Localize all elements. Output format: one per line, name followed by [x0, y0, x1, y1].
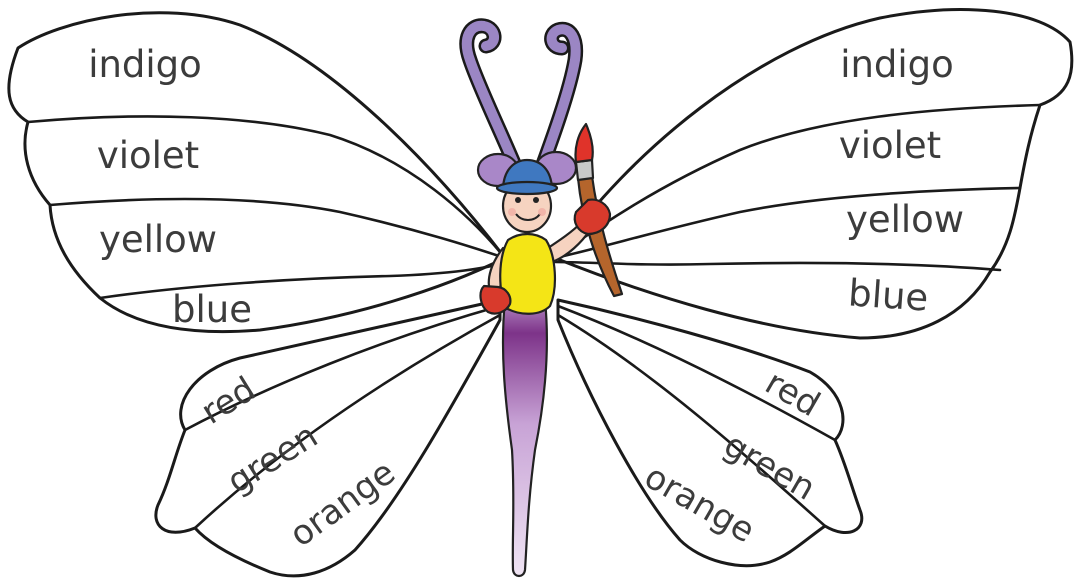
- left-upper-wing: [9, 13, 505, 332]
- right-upper-label-1: indigo: [840, 43, 954, 86]
- right-glove: [575, 200, 610, 234]
- right-upper-label-3: yellow: [846, 198, 964, 241]
- left-upper-label-4: blue: [172, 288, 252, 331]
- butterfly-abdomen: [503, 300, 547, 576]
- right-upper-label-2: violet: [839, 124, 941, 167]
- right-upper-wing: [555, 10, 1072, 338]
- left-upper-label-1: indigo: [88, 43, 202, 86]
- right-upper-label-4: blue: [847, 271, 930, 319]
- left-upper-label-2: violet: [97, 134, 199, 177]
- left-upper-label-3: yellow: [99, 218, 217, 261]
- left-glove: [481, 286, 511, 314]
